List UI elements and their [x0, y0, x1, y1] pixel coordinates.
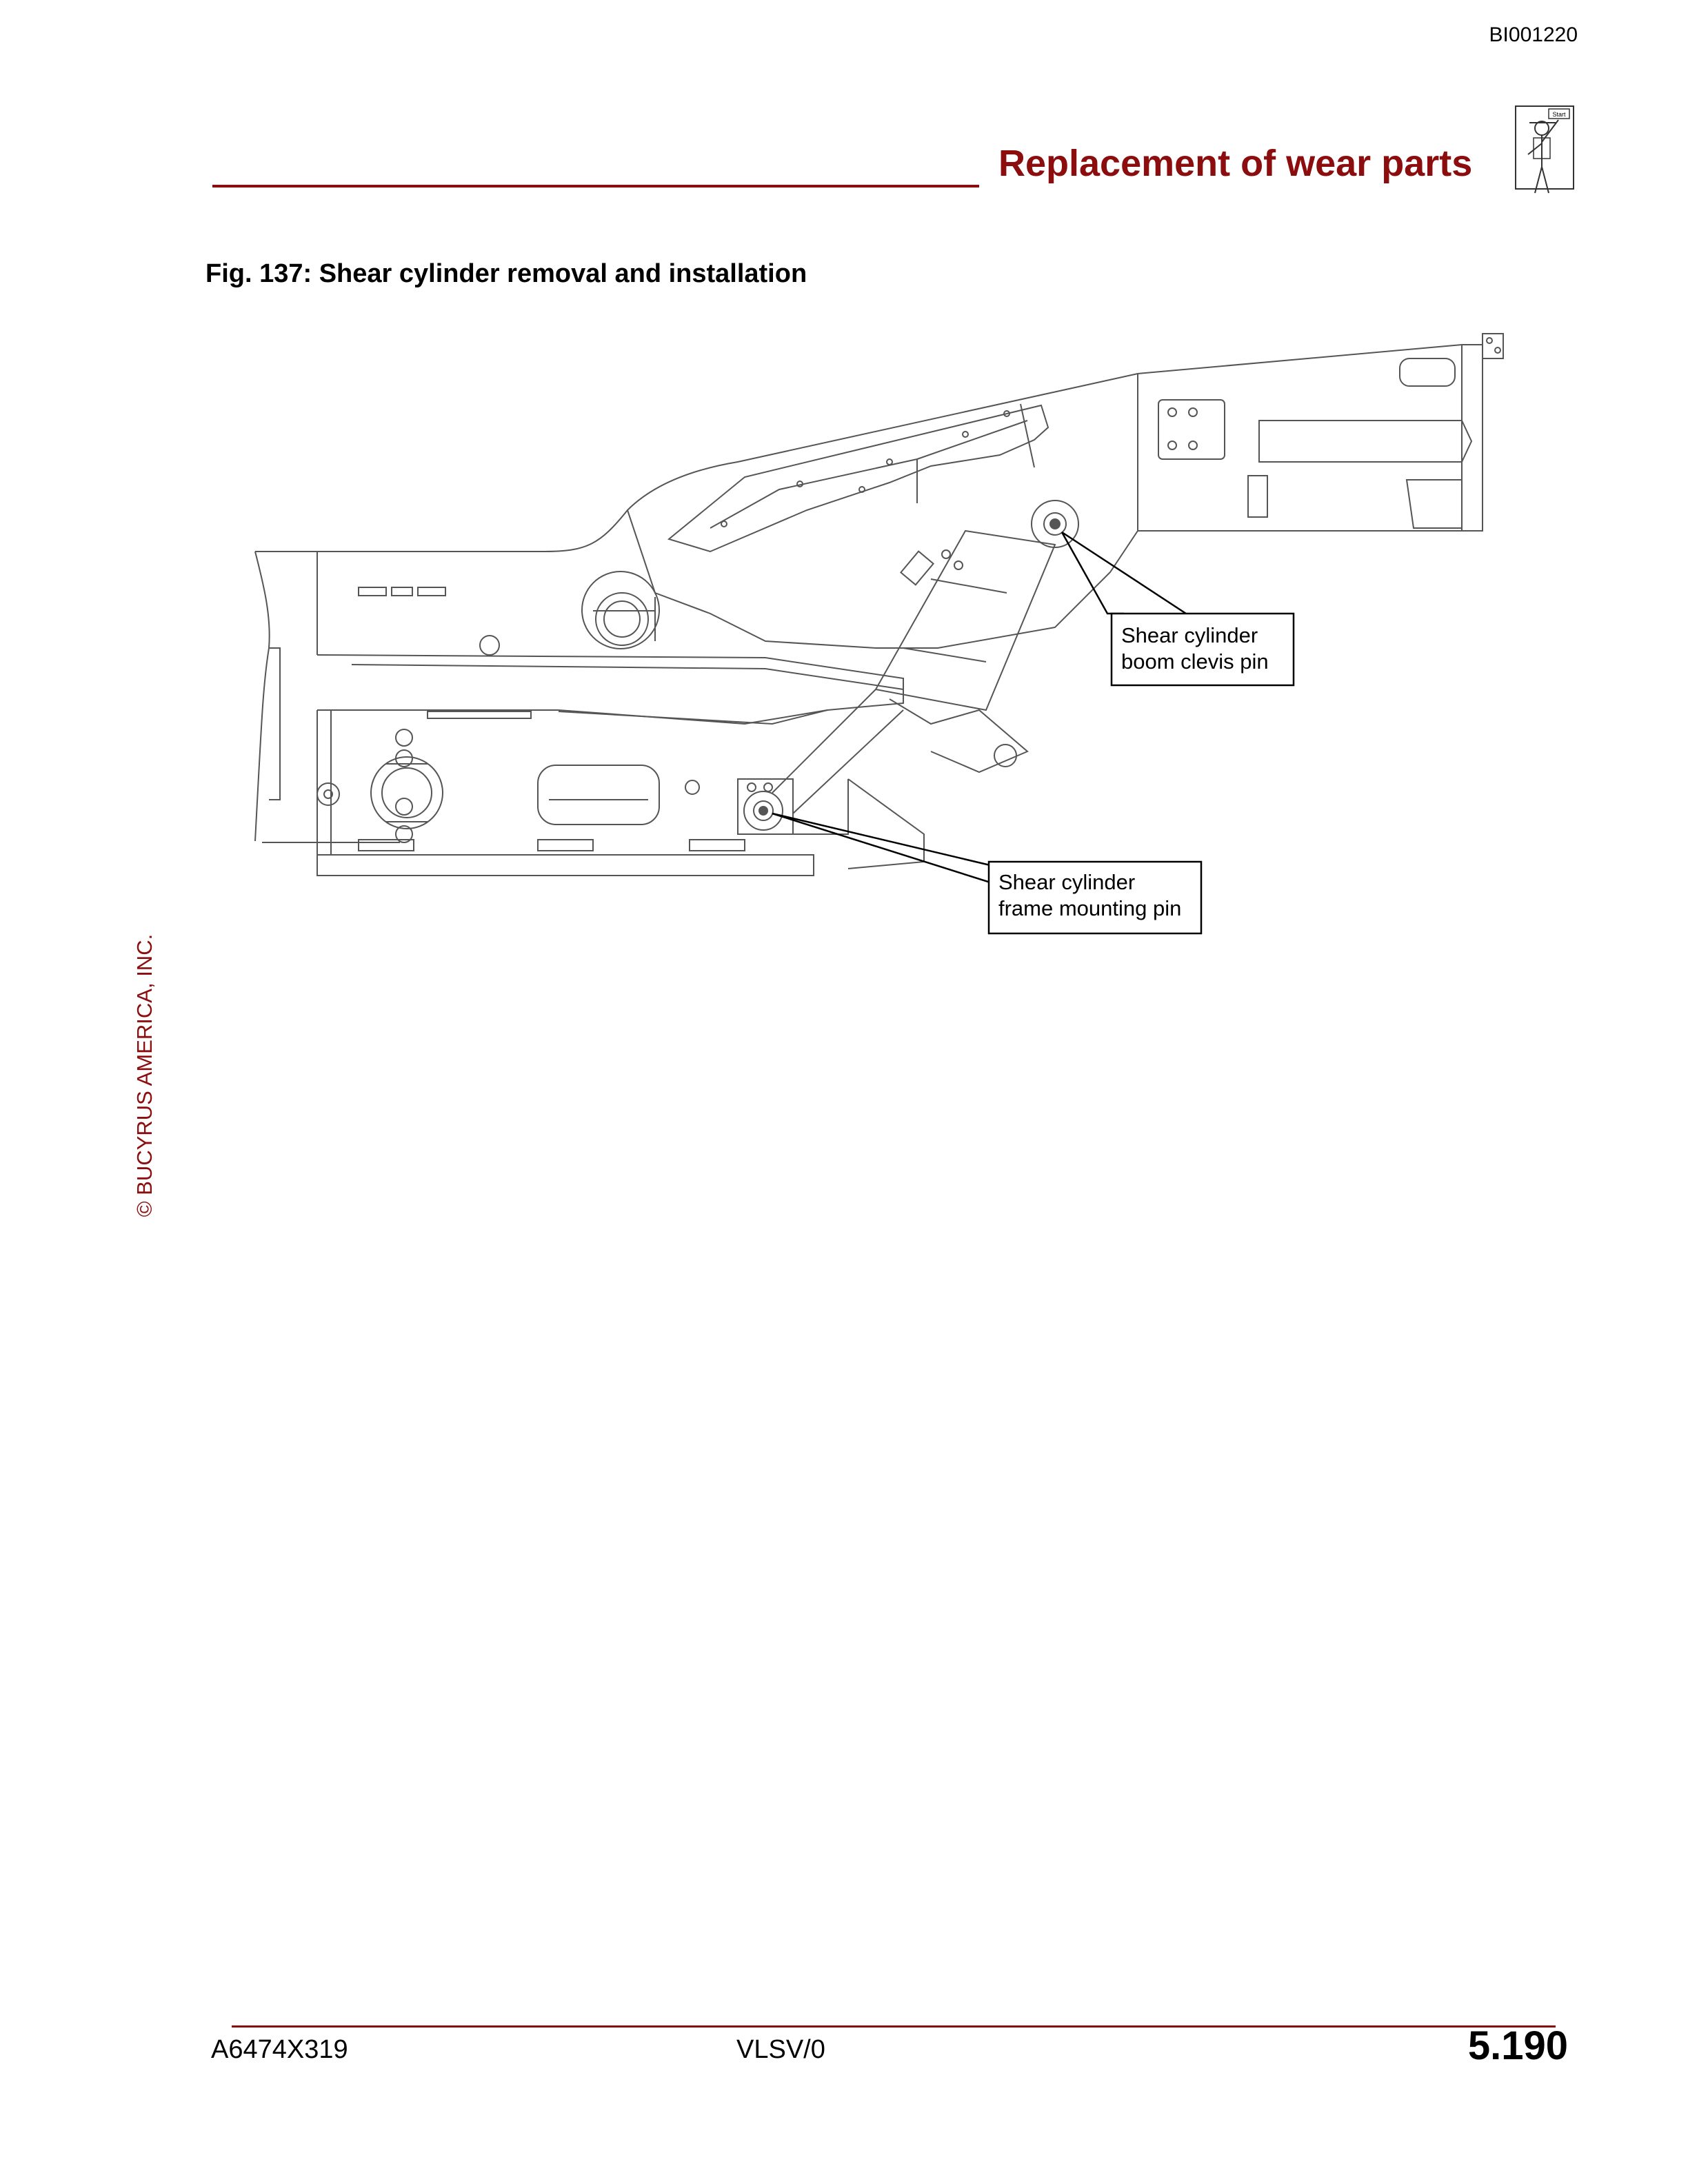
callout-leader-frame-a: [772, 812, 1000, 867]
callout-boom-line1: Shear cylinder: [1121, 623, 1258, 647]
callout-boom-line2: boom clevis pin: [1121, 649, 1269, 674]
section-title: Replacement of wear parts: [998, 143, 1473, 184]
callout-leader-boom-a: [1061, 532, 1124, 615]
figure-caption: Fig. 137: Shear cylinder removal and ins…: [205, 259, 807, 288]
boom-panel: [667, 404, 1049, 553]
boom-foot-pin: [581, 571, 660, 649]
worker-with-start-sign-icon: Start: [1515, 105, 1574, 194]
document-id: BI001220: [1489, 23, 1578, 46]
start-sign-label: Start: [1552, 111, 1566, 118]
callout-leader-frame-b: [772, 812, 1000, 884]
frame-mounting-pin: [743, 791, 783, 831]
callout-boom-clevis-pin: Shear cylinder boom clevis pin: [1110, 612, 1295, 687]
boom-clevis-pin: [1031, 500, 1079, 548]
frame-port: [370, 756, 443, 829]
frame-left-outline: [255, 509, 628, 552]
shear-cylinder-drawing: Shear cylinder boom clevis pin Shear cyl…: [254, 333, 1504, 935]
callout-frame-line2: frame mounting pin: [998, 896, 1181, 920]
callout-frame-line1: Shear cylinder: [998, 870, 1135, 894]
boom-outline: [626, 344, 1483, 649]
shear-cylinder-rod: [772, 689, 904, 814]
footer-document-number: A6474X319: [211, 2035, 348, 2064]
shear-cylinder: [874, 529, 1056, 711]
main-frame: [316, 654, 904, 725]
footer-rule: [232, 2025, 1556, 2028]
callout-frame-mounting-pin: Shear cylinder frame mounting pin: [987, 860, 1203, 935]
footer-version: VLSV/0: [736, 2035, 825, 2064]
copyright-notice: © BUCYRUS AMERICA, INC.: [132, 933, 157, 1217]
callout-leader-boom-b: [1061, 531, 1187, 615]
page-number: 5.190: [1467, 2023, 1568, 2068]
header-rule: [212, 185, 979, 188]
